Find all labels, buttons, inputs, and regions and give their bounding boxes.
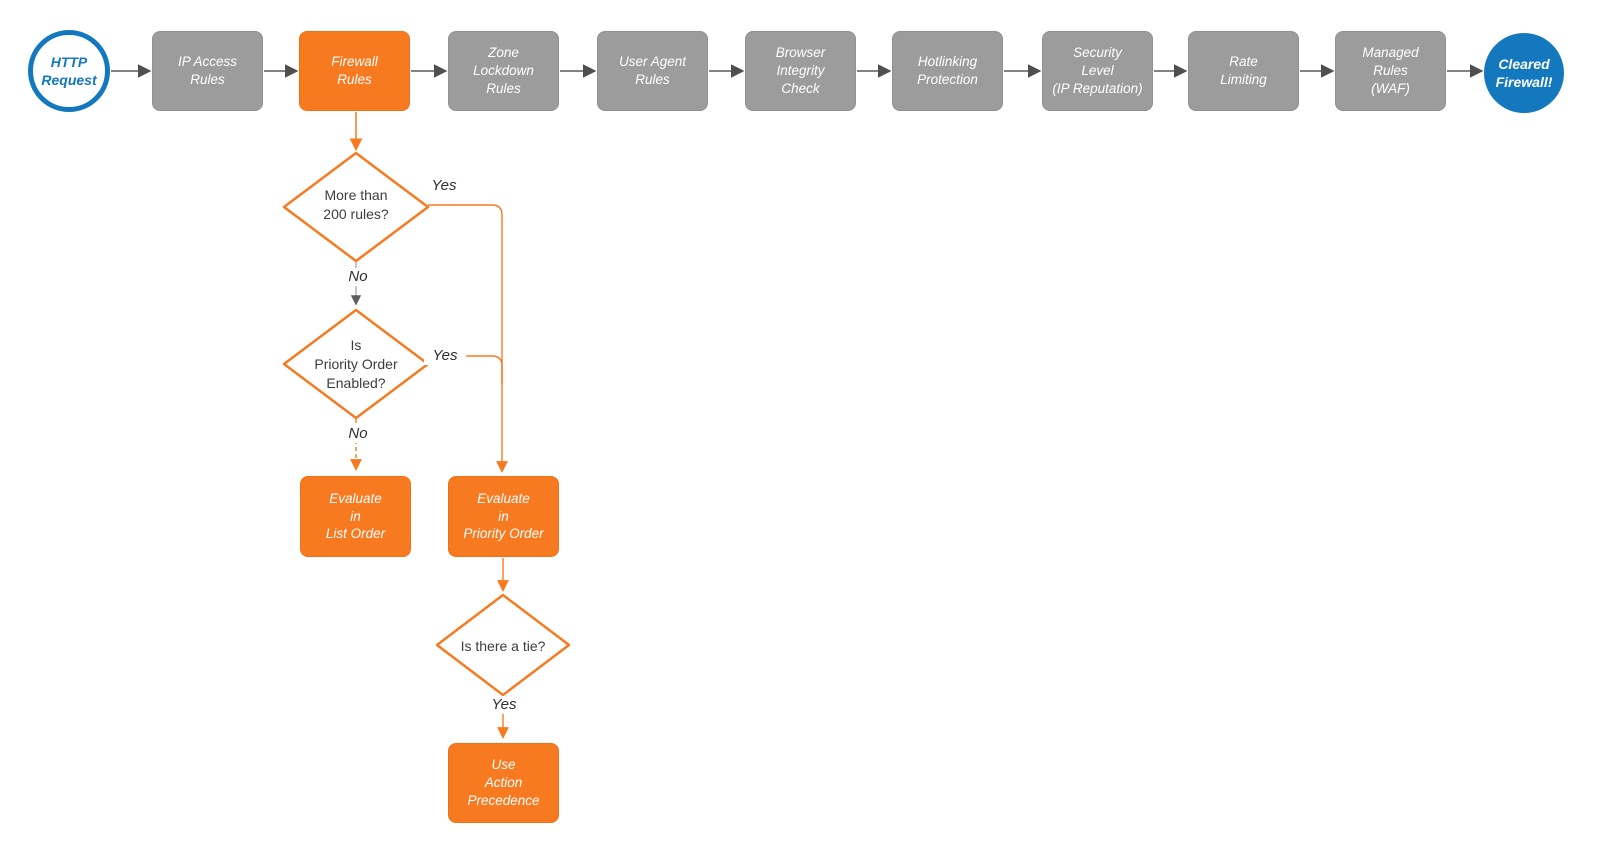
decision-diamonds — [282, 151, 571, 697]
node-evaluate-in-list-order-label: Evaluate in List Order — [325, 490, 386, 542]
edge-label-no-priority-order: No — [338, 425, 378, 443]
node-browser-integrity-check-label: Browser Integrity Check — [775, 45, 826, 96]
diamond-priority-order-enabled-label: Is Priority Order Enabled? — [314, 337, 398, 391]
node-user-agent-rules-label: User Agent Rules — [618, 54, 687, 87]
edge-label-yes-tie: Yes — [482, 696, 526, 714]
node-zone-lockdown-rules-label: Zone Lockdown Rules — [473, 45, 534, 96]
node-hotlinking-protection: Hotlinking Protection — [892, 31, 1003, 111]
node-hotlinking-protection-label: Hotlinking Protection — [917, 54, 978, 87]
diamond-is-there-a-tie-label: Is there a tie? — [460, 638, 546, 654]
node-zone-lockdown-rules: Zone Lockdown Rules — [448, 31, 559, 111]
node-managed-rules-waf-label: Managed Rules (WAF) — [1362, 45, 1419, 96]
node-evaluate-in-list-order: Evaluate in List Order — [300, 476, 411, 557]
edge-label-yes-priority-order: Yes — [424, 347, 466, 365]
node-ip-access-rules: IP Access Rules — [152, 31, 263, 111]
node-managed-rules-waf: Managed Rules (WAF) — [1335, 31, 1446, 111]
node-browser-integrity-check: Browser Integrity Check — [745, 31, 856, 111]
node-firewall-rules-label: Firewall Rules — [331, 54, 378, 87]
node-user-agent-rules: User Agent Rules — [597, 31, 708, 111]
node-http-request: HTTP Request — [28, 30, 110, 112]
edge-label-no-more-than-200: No — [338, 268, 378, 286]
node-cleared-firewall: Cleared Firewall! — [1484, 33, 1564, 113]
diamond-is-there-a-tie — [435, 593, 571, 697]
node-firewall-rules: Firewall Rules — [299, 31, 410, 111]
diamond-more-than-200-rules — [282, 151, 430, 263]
node-http-request-label: HTTP Request — [41, 53, 97, 88]
node-ip-access-rules-label: IP Access Rules — [177, 54, 238, 87]
node-rate-limiting: Rate Limiting — [1188, 31, 1299, 111]
node-evaluate-in-priority-order: Evaluate in Priority Order — [448, 476, 559, 557]
edge-label-yes-more-than-200: Yes — [431, 177, 457, 194]
diamond-more-than-200-rules-label: More than 200 rules? — [323, 187, 389, 222]
node-security-level-label: Security Level (IP Reputation) — [1052, 45, 1143, 96]
node-evaluate-in-priority-order-label: Evaluate in Priority Order — [463, 490, 544, 542]
node-security-level: Security Level (IP Reputation) — [1042, 31, 1153, 111]
diamond-priority-order-enabled — [282, 308, 430, 420]
node-cleared-firewall-label: Cleared Firewall! — [1495, 55, 1553, 90]
node-rate-limiting-label: Rate Limiting — [1220, 54, 1267, 87]
node-use-action-precedence-label: Use Action Precedence — [467, 757, 540, 808]
node-use-action-precedence: Use Action Precedence — [448, 743, 559, 823]
